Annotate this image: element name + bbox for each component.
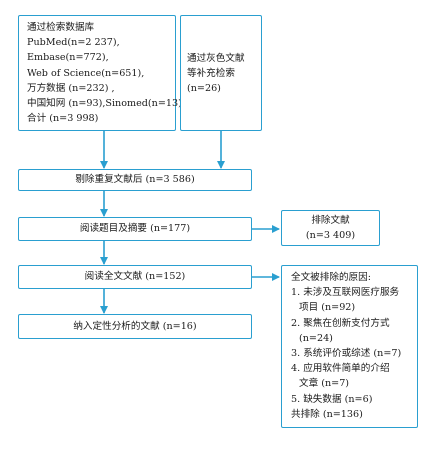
databases-search-box: 通过检索数据库 PubMed(n=2 237), Embase(n=772), … <box>18 15 182 131</box>
databases-line: Web of Science(n=651), <box>27 67 145 79</box>
reasons-total: 共排除 (n=136) <box>291 408 363 420</box>
grey-literature-box: 通过灰色文献 等补充检索 (n=26) <box>180 15 262 131</box>
databases-line: PubMed(n=2 237), <box>27 37 120 49</box>
reason-line: 5. 缺失数据 (n=6) <box>291 393 373 405</box>
dedup-box: 剔除重复文献后 (n=3 586) <box>18 169 252 191</box>
reason-line: 文章 (n=7) <box>299 378 350 390</box>
exclusion-reasons-box: 全文被排除的原因: 1. 未涉及互联网医疗服务 项目 (n=92) 2. 聚焦在… <box>281 265 418 428</box>
grey-line: 通过灰色文献 <box>187 53 245 64</box>
included-label: 纳入定性分析的文献 (n=16) <box>73 320 197 332</box>
reason-line: 项目 (n=92) <box>299 302 356 314</box>
fulltext-box: 阅读全文文献 (n=152) <box>18 265 252 289</box>
databases-line: 万方数据 (n=232) , <box>27 82 115 94</box>
reason-line: 4. 应用软件简单的介绍 <box>291 363 390 375</box>
dedup-label: 剔除重复文献后 (n=3 586) <box>75 174 195 186</box>
grey-line: (n=26) <box>187 83 221 95</box>
reason-line: (n=24) <box>299 332 333 344</box>
reason-line: 2. 聚焦在创新支付方式 <box>291 317 390 329</box>
fulltext-label: 阅读全文文献 (n=152) <box>84 271 186 283</box>
reason-line: 3. 系统评价或综述 (n=7) <box>291 348 402 360</box>
included-box: 纳入定性分析的文献 (n=16) <box>18 314 252 339</box>
databases-line: 通过检索数据库 <box>27 22 95 33</box>
excluded-abstract-box: 排除文献 (n=3 409) <box>281 210 380 246</box>
databases-line: Embase(n=772), <box>27 52 109 64</box>
databases-line: 中国知网 (n=93),Sinomed(n=13) <box>27 98 182 110</box>
excluded-abstract-line: (n=3 409) <box>305 230 356 242</box>
reasons-heading: 全文被排除的原因: <box>291 272 371 283</box>
databases-line: 合计 (n=3 998) <box>27 113 99 125</box>
grey-line: 等补充检索 <box>187 68 235 80</box>
excluded-abstract-line: 排除文献 <box>311 215 350 226</box>
screen-label: 阅读题目及摘要 (n=177) <box>79 223 191 235</box>
screen-box: 阅读题目及摘要 (n=177) <box>18 217 252 241</box>
reason-line: 1. 未涉及互联网医疗服务 <box>291 287 400 299</box>
